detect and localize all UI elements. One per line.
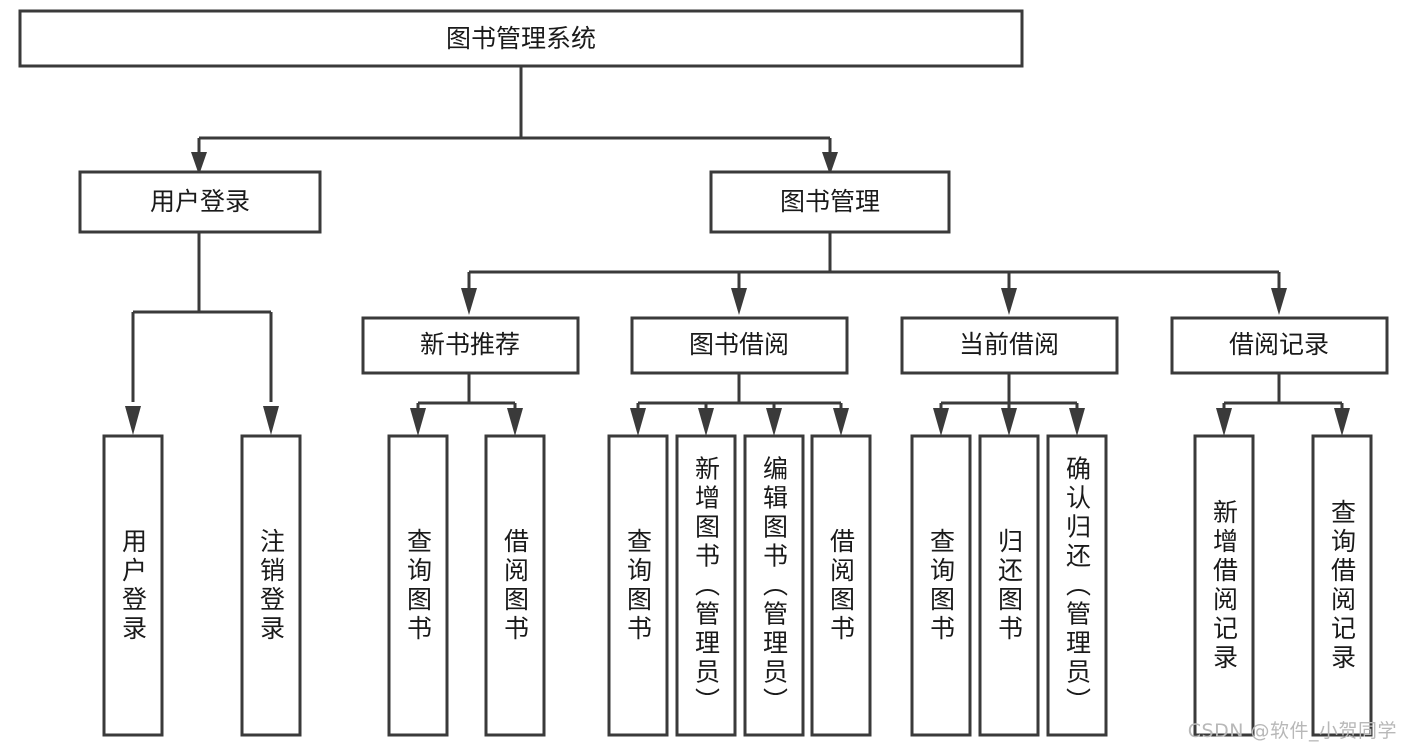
leaf-borrow-record-0[interactable]: 新增借阅记录 — [1193, 434, 1255, 737]
leaf-book-borrow-1[interactable]: 新增图书（管理员） — [675, 434, 737, 737]
leaf-borrow-record-0-label: 新增借阅记录 — [1210, 499, 1239, 672]
arrowhead-new-book-leaf-1 — [507, 408, 523, 436]
leaf-borrow-record-1-label: 查询借阅记录 — [1328, 499, 1357, 672]
node-new-book-recommend-label: 新书推荐 — [420, 330, 520, 359]
arrowhead-new-book-leaf-0 — [410, 408, 426, 436]
connector-current-borrow-trunk — [939, 373, 1079, 412]
arrowhead-to-new-book — [461, 288, 477, 315]
leaf-book-borrow-0-label: 查询图书 — [624, 528, 653, 643]
leaf-user-login-0-label: 用户登录 — [119, 528, 148, 643]
connector-root-trunk — [197, 66, 832, 160]
arrowhead-book-borrow-leaf-3 — [833, 408, 849, 436]
node-book-borrow[interactable]: 图书借阅 — [630, 316, 849, 375]
node-user-login[interactable]: 用户登录 — [78, 170, 322, 234]
leaf-new-book-recommend-1-label: 借阅图书 — [501, 528, 530, 643]
node-borrow-record[interactable]: 借阅记录 — [1170, 316, 1389, 375]
arrowhead-to-borrow-record — [1271, 288, 1287, 315]
arrowhead-book-borrow-leaf-2 — [766, 408, 782, 436]
leaf-book-borrow-1-label: 新增图书（管理员） — [692, 456, 721, 716]
csdn-watermark: CSDN @软件_小贺同学 — [1187, 720, 1397, 742]
leaf-book-borrow-3[interactable]: 借阅图书 — [810, 434, 872, 737]
node-current-borrow-label: 当前借阅 — [959, 330, 1059, 359]
leaf-current-borrow-1[interactable]: 归还图书 — [978, 434, 1040, 737]
leaf-book-borrow-0[interactable]: 查询图书 — [607, 434, 669, 737]
arrowhead-book-borrow-leaf-0 — [630, 408, 646, 436]
arrowhead-borrow-record-leaf-0 — [1216, 408, 1232, 436]
arrowhead-current-borrow-leaf-2 — [1069, 408, 1085, 436]
arrowhead-to-user-login — [191, 152, 207, 175]
leaf-user-login-0[interactable]: 用户登录 — [102, 434, 164, 737]
leaf-new-book-recommend-1[interactable]: 借阅图书 — [484, 434, 546, 737]
connector-new-book-trunk — [416, 373, 517, 412]
arrowhead-current-borrow-leaf-1 — [1001, 408, 1017, 436]
arrowhead-to-current-borrow — [1001, 288, 1017, 315]
leaf-new-book-recommend-0[interactable]: 查询图书 — [387, 434, 449, 737]
arrowhead-user-login-leaf-1 — [263, 406, 279, 435]
node-new-book-recommend[interactable]: 新书推荐 — [361, 316, 580, 375]
node-user-login-label: 用户登录 — [150, 187, 250, 216]
arrowhead-book-borrow-leaf-1 — [698, 408, 714, 436]
node-root-book-management-system[interactable]: 图书管理系统 — [18, 9, 1024, 68]
node-current-borrow[interactable]: 当前借阅 — [900, 316, 1119, 375]
connector-book-borrow-trunk — [636, 373, 843, 412]
leaf-book-borrow-3-label: 借阅图书 — [827, 528, 856, 643]
leaf-book-borrow-2[interactable]: 编辑图书（管理员） — [743, 434, 805, 737]
leaf-current-borrow-2[interactable]: 确认归还（管理员） — [1046, 434, 1108, 737]
node-book-borrow-label: 图书借阅 — [689, 330, 789, 359]
leaf-current-borrow-0[interactable]: 查询图书 — [910, 434, 972, 737]
leaf-book-borrow-2-label: 编辑图书（管理员） — [760, 456, 789, 716]
leaf-new-book-recommend-0-label: 查询图书 — [404, 528, 433, 643]
arrowhead-to-book-manage — [822, 152, 838, 175]
connector-user-login-trunk — [131, 232, 273, 402]
leaf-current-borrow-2-label: 确认归还（管理员） — [1063, 456, 1092, 716]
arrowhead-current-borrow-leaf-0 — [933, 408, 949, 436]
leaf-current-borrow-0-label: 查询图书 — [927, 528, 956, 643]
arrowhead-borrow-record-leaf-1 — [1334, 408, 1350, 436]
connector-borrow-record-trunk — [1222, 373, 1344, 412]
node-book-management[interactable]: 图书管理 — [709, 170, 951, 234]
leaf-user-login-1-label: 注销登录 — [257, 528, 286, 643]
connector-layer — [125, 66, 1350, 436]
node-borrow-record-label: 借阅记录 — [1229, 330, 1329, 359]
leaf-current-borrow-1-label: 归还图书 — [995, 528, 1024, 643]
leaf-borrow-record-1[interactable]: 查询借阅记录 — [1311, 434, 1373, 737]
node-root-label: 图书管理系统 — [446, 24, 596, 53]
leaf-user-login-1[interactable]: 注销登录 — [240, 434, 302, 737]
arrowhead-to-book-borrow — [731, 288, 747, 315]
node-book-management-label: 图书管理 — [780, 187, 880, 216]
connector-book-manage-trunk — [467, 232, 1281, 292]
arrowhead-user-login-leaf-0 — [125, 406, 141, 435]
